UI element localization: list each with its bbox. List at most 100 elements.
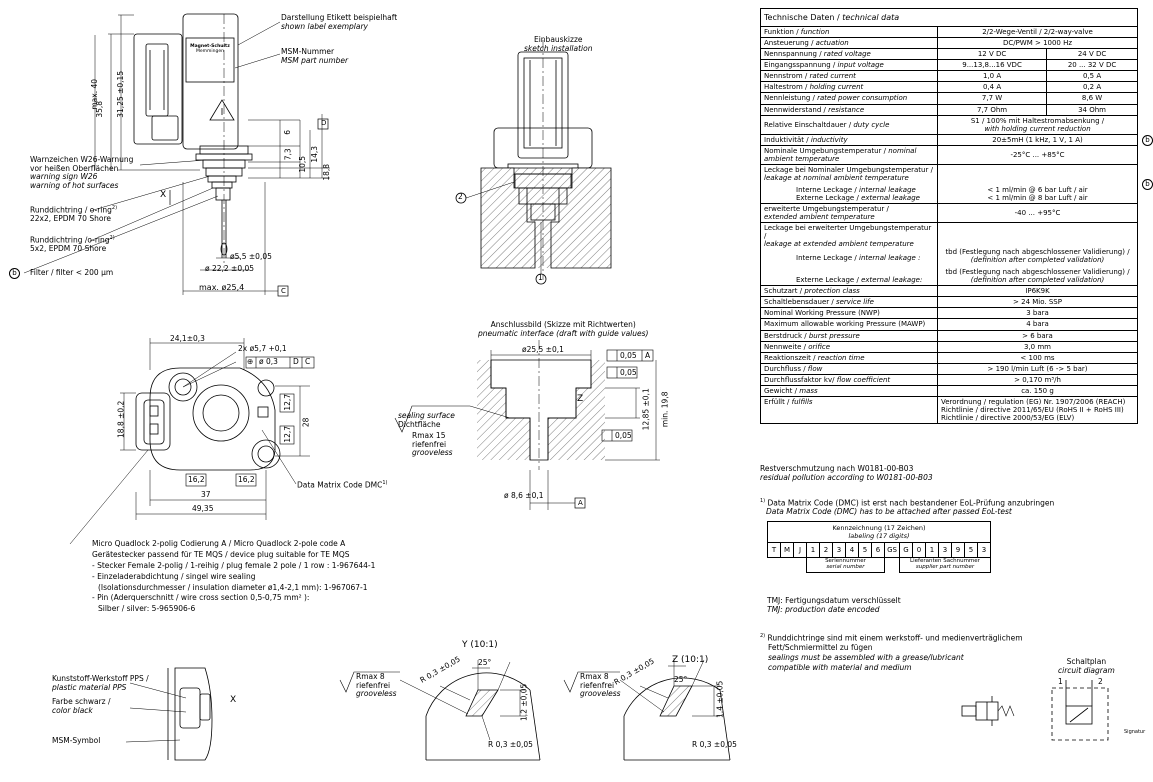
leak-extended-param: Leckage bei erweiterter Umgebungstempera… [760, 222, 938, 287]
leak-internal-value: < 1 ml/min @ 6 bar Luft / air [987, 185, 1088, 194]
callout-label: Darstellung Etikett beispielhaft shown l… [281, 13, 397, 31]
tech-param-cell: Nennspannung / rated voltage [760, 48, 938, 61]
callout-msm-en: MSM part number [281, 55, 349, 65]
dim-14-3: 14,3 [310, 145, 320, 163]
tech-param-en: actuation [815, 39, 849, 48]
oring-small-note: Runddichtring /o-ring2) 5x2, EPDM 70 Sho… [30, 235, 115, 254]
tech-param-en: rated current [809, 72, 856, 81]
install-marker-1: 1 [538, 273, 543, 282]
fulfills-param: Erfüllt / fulfills [760, 395, 938, 424]
detail-z-roughness: Rmax 8 riefenfrei grooveless [580, 672, 621, 699]
leak-nominal-head-en: leakage at nominal ambient temperature [764, 173, 909, 182]
dim-2x-5-7: 2x ø5,7 +0,1 [238, 344, 287, 353]
dim-18-8-v: 18,8 ±0,2 [116, 400, 126, 438]
dmc-digit-cell: 0 [912, 542, 926, 558]
oring-small-spec: 5x2, EPDM 70 Shore [30, 244, 107, 254]
tech-row: Schaltlebensdauer / service life> 24 Mio… [760, 296, 1138, 309]
tmj-de: TMJ: Fertigungsdatum verschlüsselt [767, 596, 901, 605]
tech-param-en: protection class [804, 287, 860, 296]
tech-value-cell: < 100 ms [937, 351, 1138, 364]
detail-z-radius-bottom: R 0,3 ±0,05 [692, 740, 737, 749]
dmc-digit-cell: GS [884, 542, 900, 558]
footnote-1-de: Data Matrix Code (DMC) ist erst nach bes… [767, 498, 1055, 508]
dmc-digit-cell: 9 [951, 542, 965, 558]
dmc-digit-cell: 3 [832, 542, 846, 558]
material-note: Kunststoff-Werkstoff PPS / plastic mater… [52, 674, 149, 692]
dmc-callout-footnote-ref: 1) [382, 480, 388, 486]
color-en: color black [52, 705, 93, 715]
install-title-en: sketch installation [524, 43, 593, 53]
fulfills-values: Verordnung / regulation (EG) Nr. 1907/20… [937, 395, 1138, 424]
tech-param-de: Funktion / [764, 28, 801, 37]
plug-note-5: (Isolationsdurchmesser / insulation diam… [98, 582, 368, 592]
tech-value-cell: > 24 Mio. SSP [937, 296, 1138, 309]
tech-value: DC/PWM > 1000 Hz [1002, 39, 1073, 48]
tech-param-en: rated power consumption [817, 94, 908, 103]
tech-param-en: duty cycle [853, 120, 890, 129]
dim-7-3: 7,3 [283, 148, 293, 161]
leak-nominal-head-de: Leckage bei Nominaler Umgebungstemperatu… [764, 165, 933, 174]
dim-8-6: ø 8,6 ±0,1 [504, 491, 544, 500]
tech-param-cell: Schaltlebensdauer / service life [760, 296, 938, 309]
footnote-2-de-1: Runddichtringe sind mit einem werkstoff-… [767, 633, 1023, 643]
dim-25-4: max. ø25,4 [199, 283, 245, 292]
tech-param-de: Maximum allowable working Pressure (MAWP… [764, 320, 926, 329]
tech-param-cell: Durchflussfaktor kv/ flow coefficient [760, 373, 938, 386]
extended-temp-value: -40 ... +95°C [937, 202, 1138, 224]
tech-param-en: service life [835, 298, 874, 307]
detail-y-dim: 1,2 ±0,05 [519, 683, 529, 721]
valve-symbol [961, 696, 1015, 726]
dmc-callout-label: Data Matrix Code DMC [297, 480, 383, 490]
tech-row: Reaktionszeit / reaction time< 100 ms [760, 351, 1138, 364]
tech-param-de: Ansteuerung / [764, 39, 816, 48]
msm-symbol-label: MSM-Symbol [52, 736, 101, 745]
tol-datum-d: D [293, 357, 299, 366]
tech-param-cell: Durchfluss / flow [760, 362, 938, 375]
revision-marker: b [1142, 178, 1153, 190]
seal-grooveless: grooveless [412, 448, 453, 458]
tech-param-en: flow coefficient [836, 375, 891, 384]
detail-y-riefenfrei: riefenfrei [356, 680, 391, 690]
tech-row: Berstdruck / burst pressure> 6 bara [760, 329, 1138, 342]
leak2-external-value-en: (definition after completed validation) [970, 276, 1105, 285]
tol-flatness-1-datum: A [645, 351, 651, 360]
oring-large-note: Runddichtring / o-ring2) 22x2, EPDM 70 S… [30, 205, 117, 224]
pneumatic-title: Anschlussbild (Skizze mit Richtwerten) p… [478, 320, 648, 338]
tech-value: -25°C ... +85°C [1010, 150, 1065, 159]
footnote-1-en: Data Matrix Code (DMC) has to be attache… [766, 507, 1012, 517]
detail-z-title: Z (10:1) [672, 655, 709, 665]
dim-min-19-8: min. 19,8 [660, 391, 670, 428]
oring-small-footnote-ref: 2) [109, 235, 115, 241]
leak-external-value: < 1 ml/min @ 8 bar Luft / air [987, 193, 1088, 202]
tol-datum-c: C [305, 357, 311, 366]
footnote-2-en-1: sealings must be assembled with a grease… [768, 653, 964, 662]
tech-param-de: Schutzart / [764, 287, 805, 296]
footnote-2-mark: 2) [760, 633, 766, 639]
color-de: Farbe schwarz / [52, 697, 111, 706]
dim-24-1: 24,1±0,3 [170, 334, 205, 343]
footnote-1: 1) Data Matrix Code (DMC) ist erst nach … [760, 498, 1055, 517]
warning-en-1: warning sign W26 [30, 172, 98, 182]
tech-param-en: nominal ambient temperature [764, 146, 917, 163]
dim-22-2: ø 22,2 ±0,05 [205, 264, 255, 273]
dmc-labeling-table: Kennzeichnung (17 Zeichen)labeling (17 d… [767, 521, 991, 573]
tech-param-cell: Nominal Working Pressure (NWP) [760, 307, 938, 320]
dmc-head-row: Kennzeichnung (17 Zeichen)labeling (17 d… [767, 521, 991, 543]
table-title-en: technical data [842, 13, 900, 22]
leak2-internal-param: Interne Leckage / internal leakage : [764, 254, 934, 262]
tech-param-de: Haltestrom / [764, 83, 810, 92]
dmc-digit-cell: 5 [964, 542, 978, 558]
filter-label: Filter / filter < 200 µm [30, 268, 114, 277]
table-title-cell: Technische Daten / technical data [760, 7, 1138, 28]
extended-temp-row: erweiterte Umgebungstemperatur /extended… [760, 202, 1138, 224]
tech-param-cell: Berstdruck / burst pressure [760, 329, 938, 342]
fulfills-de: Erfüllt / [764, 397, 792, 406]
dmc-supplier-en: supplier part number [915, 563, 975, 570]
